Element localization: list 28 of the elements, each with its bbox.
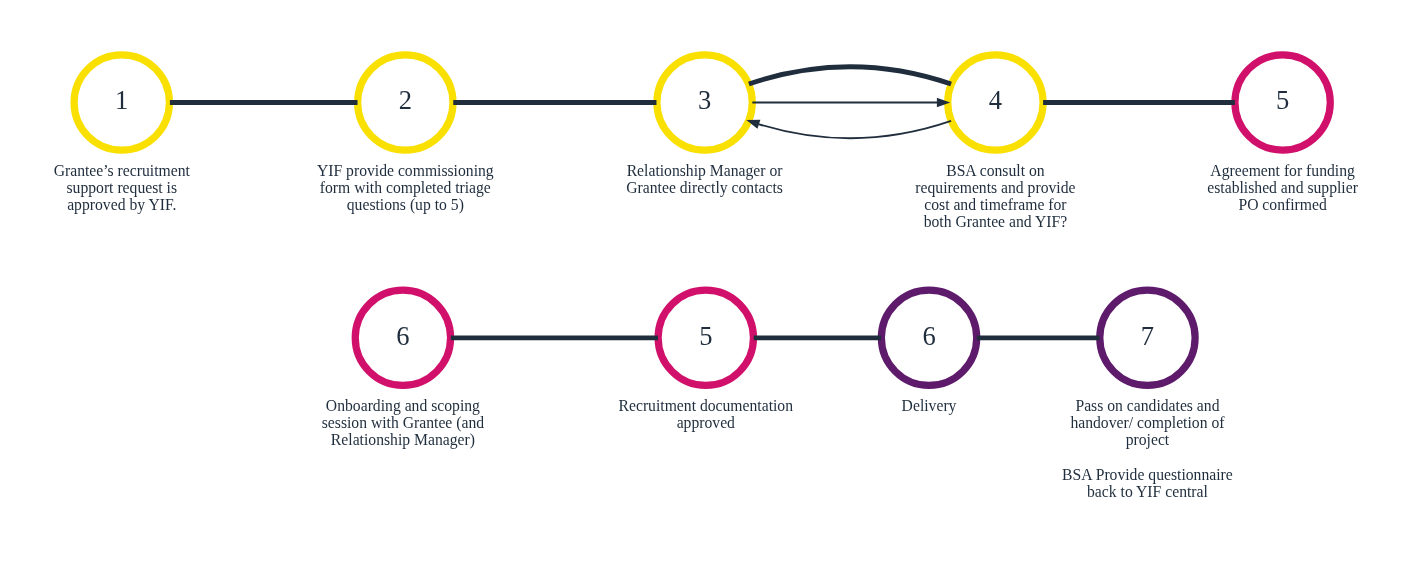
connector <box>169 99 358 105</box>
node-label: Agreement for funding established and supplier PO confirmed <box>1207 161 1358 213</box>
node-circle: 5 <box>1231 50 1334 154</box>
node-circle: 5 <box>654 286 758 389</box>
node-label: Onboarding and scoping session with Grantee (and Relationship Manager) <box>321 396 485 448</box>
arrow <box>751 97 951 107</box>
connector <box>1043 99 1235 105</box>
connector <box>453 99 657 105</box>
connector <box>976 334 1100 340</box>
node-circle: 6 <box>877 286 981 389</box>
node-label: Delivery <box>901 396 957 414</box>
node-label: YIF provide commissioning form with completed triage questions (up to 5) <box>316 161 494 213</box>
node-circle: 1 <box>70 50 174 154</box>
node-circle: 7 <box>1096 286 1199 389</box>
node-label: Relationship Manager or Grantee directly contacts <box>626 161 783 196</box>
node-circle: 4 <box>944 50 1047 154</box>
connector <box>753 334 882 340</box>
node-label: Recruitment documentation approved <box>618 396 794 431</box>
node-circle: 3 <box>653 50 756 154</box>
node-circle: 2 <box>354 50 457 154</box>
connector <box>450 334 658 340</box>
node-circle: 6 <box>351 286 455 389</box>
node-label: Pass on candidates and handover/ completion of project <box>1070 396 1225 448</box>
node-label: BSA consult on requirements and provide cost and timeframe for both Grantee and YIF? <box>915 161 1076 230</box>
node-label: BSA Provide questionnaire back to YIF central <box>1062 465 1233 500</box>
connector <box>748 63 952 86</box>
arrow <box>746 119 952 139</box>
node-label: Grantee’s recruitment support request is approved by YIF. <box>53 161 190 213</box>
